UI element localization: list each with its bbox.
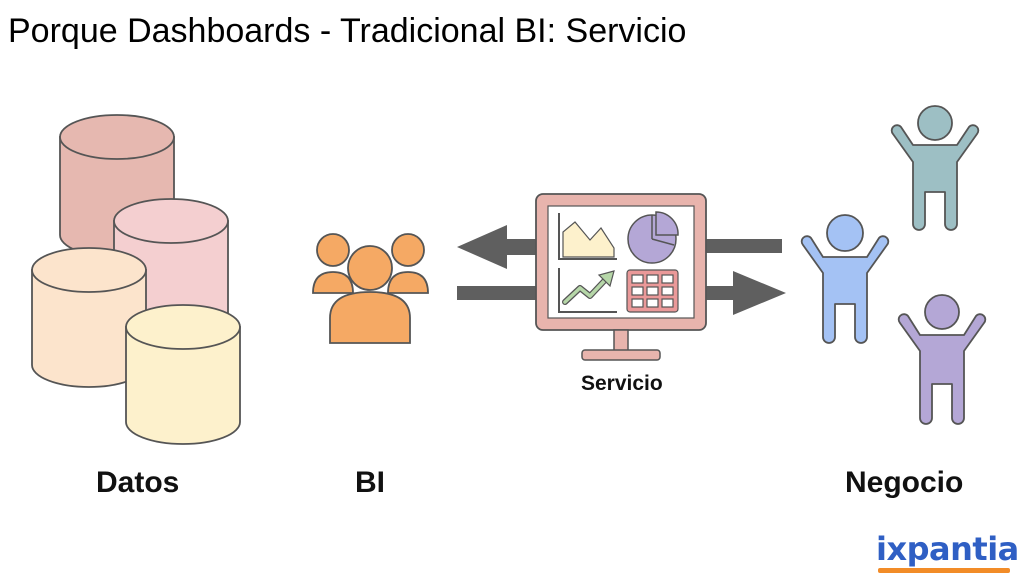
dashboard-monitor-icon <box>535 193 707 361</box>
label-bi: BI <box>355 466 385 499</box>
ixpantia-logo: ixpantia <box>876 530 1019 568</box>
arrow-right-icon <box>457 271 786 315</box>
pie-chart-icon <box>627 211 679 264</box>
logo-underline <box>878 568 1010 573</box>
label-datos: Datos <box>96 466 180 499</box>
page-title: Porque Dashboards - Tradicional BI: Serv… <box>8 12 687 50</box>
person-arms-raised-icon <box>890 105 980 231</box>
area-chart-icon <box>558 213 617 260</box>
database-cylinder-front-icon <box>125 304 241 445</box>
growth-chart-icon <box>558 268 617 313</box>
arrow-left-icon <box>457 225 782 269</box>
database-cylinder-left-icon <box>31 247 147 388</box>
database-cylinders-icon <box>31 114 241 445</box>
person-arms-raised-icon <box>800 214 890 344</box>
label-negocio: Negocio <box>845 466 964 499</box>
person-arms-raised-icon <box>897 294 987 425</box>
table-grid-icon <box>626 269 679 313</box>
label-servicio: Servicio <box>581 372 663 395</box>
team-group-icon <box>312 233 429 344</box>
